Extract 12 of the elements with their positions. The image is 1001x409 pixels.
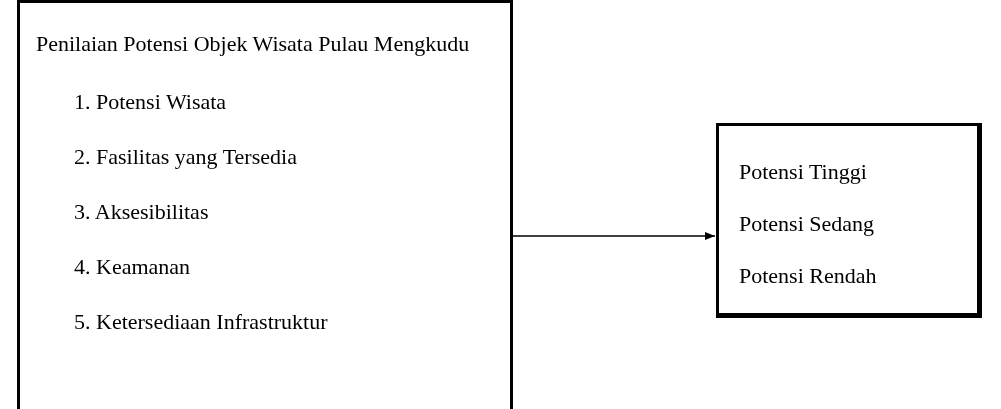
result-box [716,123,982,318]
list-item: 3. Aksesibilitas [73,198,210,226]
list-item: 5. Ketersediaan Infrastruktur [73,308,329,336]
criteria-box [17,0,513,409]
outcome-text: Potensi Tinggi [739,158,868,186]
list-item: 1. Potensi Wisata [73,88,228,116]
arrow [512,232,716,240]
list-item: 2. Fasilitas yang Tersedia [73,143,298,171]
list-item: 4. Keamanan [73,253,192,281]
box-heading: Penilaian Potensi Objek Wisata Pulau Mengkudu [36,30,471,58]
outcome-text: Potensi Rendah [739,262,878,290]
outcome-text: Potensi Sedang [739,210,876,238]
